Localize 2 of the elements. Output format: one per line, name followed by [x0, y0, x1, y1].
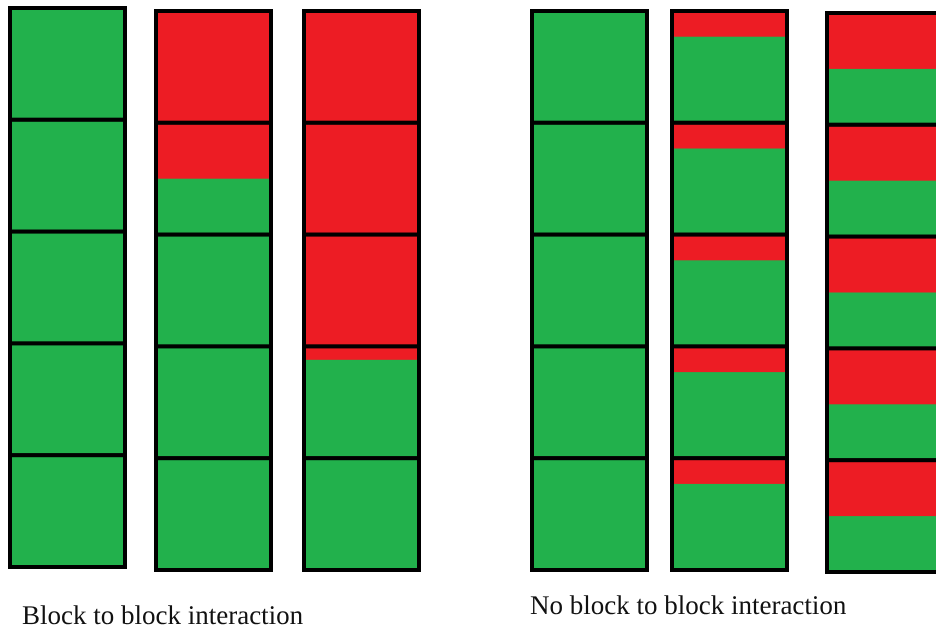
- caption-text: Block to block interaction: [22, 600, 304, 631]
- caption-text: No block to block interaction: [530, 590, 846, 621]
